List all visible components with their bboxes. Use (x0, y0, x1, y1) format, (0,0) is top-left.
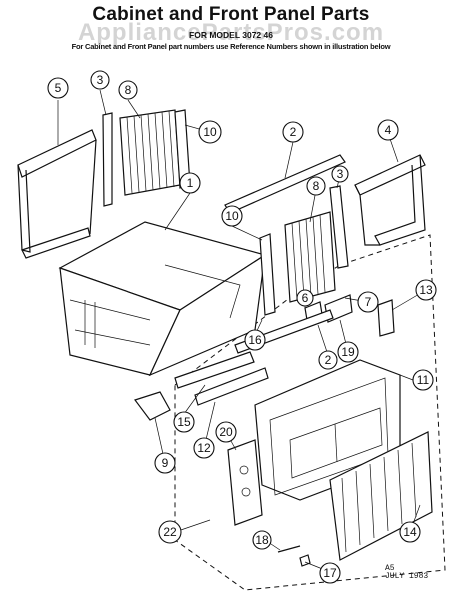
part-10-right-strip (259, 233, 276, 316)
diagram-subtitle: FOR MODEL 3072 46 (189, 30, 273, 40)
callout-15: 14 (399, 521, 421, 543)
svg-text:5: 5 (55, 81, 62, 95)
part-5-left-frame (17, 129, 97, 259)
svg-text:8: 8 (125, 83, 132, 97)
callout-13: 13 (415, 279, 437, 301)
svg-text:2: 2 (290, 125, 297, 139)
svg-text:19: 19 (341, 345, 355, 359)
svg-text:12: 12 (197, 441, 211, 455)
part-1-cabinet (58, 221, 267, 377)
callout-12: 12 (193, 437, 215, 459)
svg-text:15: 15 (177, 415, 191, 429)
diagram-note: For Cabinet and Front Panel part numbers… (71, 42, 391, 51)
svg-text:10: 10 (225, 209, 239, 223)
diagram-title: Cabinet and Front Panel Parts (92, 4, 370, 25)
callout-16: 16 (244, 329, 266, 351)
callout-20: 20 (215, 421, 237, 443)
stamp-date: JULY 1983 (385, 572, 429, 581)
stamp-code: A5 (385, 564, 395, 573)
svg-text:9: 9 (162, 456, 169, 470)
callout-14: 15 (173, 411, 195, 433)
callout-3-right: 3 (331, 165, 349, 183)
callout-11: 11 (412, 369, 434, 391)
part-9-bracket (134, 391, 171, 421)
part-13-latch (377, 299, 395, 337)
part-14-strip (174, 351, 255, 389)
svg-text:3: 3 (337, 167, 344, 181)
part-18-screw (277, 545, 301, 553)
svg-text:4: 4 (385, 123, 392, 137)
part-20-control-panel (227, 439, 263, 526)
svg-text:10: 10 (203, 125, 217, 139)
date-stamp: A5 JULY 1983 (385, 565, 428, 581)
svg-text:16: 16 (248, 333, 262, 347)
svg-text:22: 22 (163, 525, 177, 539)
callout-8-right: 8 (306, 176, 326, 196)
part-15-filter-grille (329, 431, 433, 561)
svg-text:6: 6 (302, 291, 309, 305)
svg-text:18: 18 (255, 533, 269, 547)
part-17-knob (299, 554, 311, 567)
callout-8-left: 8 (118, 80, 138, 100)
part-12-strip (194, 367, 269, 406)
callout-18: 18 (252, 530, 272, 550)
part-8-left-grille (119, 109, 181, 196)
svg-text:1: 1 (187, 176, 194, 190)
svg-text:17: 17 (323, 566, 337, 580)
svg-text:20: 20 (219, 425, 233, 439)
part-3-right-strip (329, 185, 349, 269)
callout-1: 1 (179, 172, 201, 194)
part-2-top-strip (224, 154, 346, 214)
callouts: 5 3 8 10 2 4 1 8 3 10 6 7 13 16 2 19 11 … (47, 70, 437, 584)
svg-text:7: 7 (365, 295, 372, 309)
svg-text:3: 3 (97, 73, 104, 87)
callout-17: 17 (319, 562, 341, 584)
part-4-right-frame (354, 154, 426, 246)
callout-4: 4 (377, 119, 399, 141)
svg-text:11: 11 (417, 373, 430, 387)
svg-text:13: 13 (419, 283, 433, 297)
callout-3-left: 3 (90, 70, 110, 90)
callout-10-right: 10 (221, 205, 243, 227)
svg-text:14: 14 (403, 525, 417, 539)
callout-10-left: 10 (198, 120, 222, 144)
part-3-left-strip (102, 112, 113, 207)
callout-6: 6 (296, 289, 314, 307)
svg-text:8: 8 (313, 179, 320, 193)
callout-19: 19 (337, 341, 359, 363)
callout-2-lower: 2 (318, 350, 338, 370)
callout-5: 5 (47, 77, 69, 99)
svg-text:2: 2 (325, 353, 332, 367)
callout-7: 7 (357, 291, 379, 313)
part-8-right-grille (284, 211, 336, 303)
leader-lines (57, 89, 427, 571)
callout-9: 9 (154, 452, 176, 474)
callout-2-top: 2 (282, 121, 304, 143)
callout-22: 22 (158, 520, 182, 544)
